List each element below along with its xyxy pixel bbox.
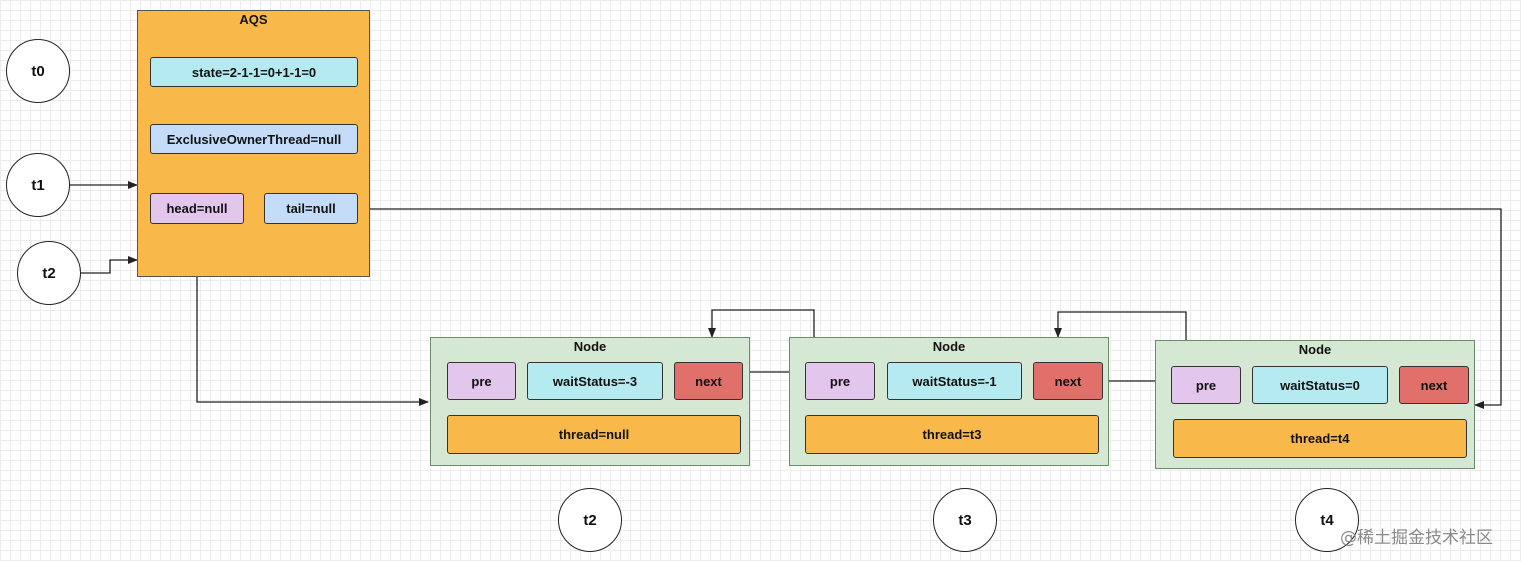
watermark: @稀土掘金技术社区 — [1340, 528, 1493, 548]
node-3: Node pre waitStatus=0 next thread=t4 — [1155, 340, 1475, 469]
thread-circle-t3: t3 — [933, 488, 997, 552]
aqs-state-field: state=2-1-1=0+1-1=0 — [150, 57, 358, 87]
node-3-thread-field: thread=t4 — [1173, 419, 1467, 458]
node3-pre-to-node2-arrow — [1054, 311, 1187, 366]
thread-circle-t2-bottom: t2 — [558, 488, 622, 552]
tail-to-node3-arrow — [358, 208, 1502, 409]
node-3-next-field: next — [1399, 366, 1469, 404]
thread-circle-t1: t1 — [6, 153, 70, 217]
aqs-head-field: head=null — [150, 193, 244, 224]
t2-to-aqs-arrow — [80, 256, 138, 274]
thread-circle-t2-left: t2 — [17, 241, 81, 305]
node-2-next-field: next — [1033, 362, 1103, 400]
node-1-waitstatus-field: waitStatus=-3 — [527, 362, 663, 400]
aqs-box: AQS state=2-1-1=0+1-1=0 ExclusiveOwnerTh… — [137, 10, 370, 277]
node-2-pre-field: pre — [805, 362, 875, 400]
aqs-owner-field: ExclusiveOwnerThread=null — [150, 124, 358, 154]
aqs-title: AQS — [239, 12, 268, 27]
node-2-title: Node — [932, 339, 966, 354]
node-3-title: Node — [1298, 342, 1332, 357]
aqs-tail-field: tail=null — [264, 193, 358, 224]
node-1-thread-field: thread=null — [447, 415, 741, 454]
node-2: Node pre waitStatus=-1 next thread=t3 — [789, 337, 1109, 466]
node-1-next-field: next — [674, 362, 743, 400]
node-1-pre-field: pre — [447, 362, 516, 400]
node-3-pre-field: pre — [1171, 366, 1241, 404]
thread-circle-t4: t4 — [1295, 488, 1359, 552]
thread-circle-t0: t0 — [6, 39, 70, 103]
node-3-waitstatus-field: waitStatus=0 — [1252, 366, 1388, 404]
node-1-title: Node — [573, 339, 607, 354]
node-2-thread-field: thread=t3 — [805, 415, 1099, 454]
node-1: Node pre waitStatus=-3 next thread=null — [430, 337, 750, 466]
head-to-node1-arrow — [196, 224, 429, 406]
node-2-waitstatus-field: waitStatus=-1 — [887, 362, 1022, 400]
node2-pre-to-node1-arrow — [708, 309, 815, 362]
